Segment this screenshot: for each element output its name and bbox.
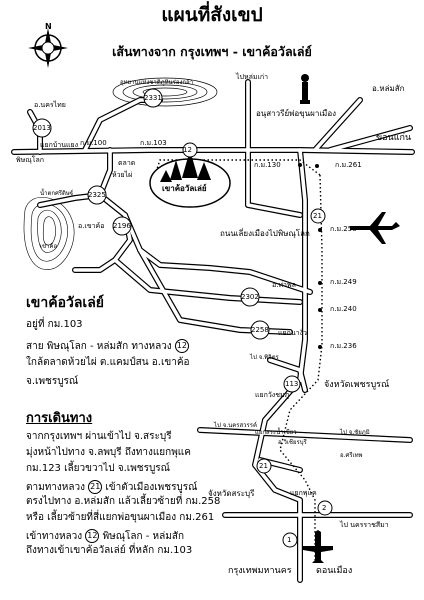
travel-line-1: จากกรุงเทพฯ ผ่านเข้าไป จ.สระบุรี [26, 431, 172, 442]
km-261-label: ก.ม.261 [335, 161, 362, 169]
km-100-label: ก.ม.100 [80, 139, 107, 147]
travel-line-3: กม.123 เลี้ยวขวาไป จ.เพชรบูรณ์ [26, 463, 170, 474]
airplane-icon-bottom [303, 530, 333, 563]
travel-line-7: เข้าทางหลวง 12 พิษณุโลก - หล่มสัก [26, 529, 185, 543]
route-12-label: 12 [183, 146, 192, 154]
place-tha-phon: อ.ท่าพล [272, 281, 296, 289]
airplane-icon [350, 212, 400, 244]
place-bypass: ถนนเลี่ยงเมืองไปพิษณุโลก [220, 229, 310, 238]
info-line-location: ใกล้ตลาดห้วยไผ่ ต.แคมป์สน อ.เขาค้อ [26, 357, 190, 368]
place-to-nakhon-sawan: ไป จ.นครสวรรค์ [214, 422, 257, 429]
km-100-prefix: แยกบ้านแยง [40, 141, 79, 149]
place-bangkok: กรุงเทพมหานคร [228, 566, 292, 576]
place-to-lomkao: ไปหล่มเก่า [236, 73, 269, 81]
place-to-korat: ไป นครราชสีมา [340, 521, 389, 529]
place-junction-nong-khai: แยกนางั่ว [278, 329, 307, 337]
place-si-thep: อ.ศรีเทพ [340, 452, 363, 459]
km-258-label: ก.ม.258 [330, 225, 357, 233]
info-line-province: จ.เพชรบูรณ์ [26, 376, 79, 387]
route-2325-label: 2325 [88, 191, 106, 199]
km-240-label: ก.ม.240 [330, 305, 357, 313]
highway-12-badge-2: 12 [85, 529, 100, 543]
place-huai-tai: ห้วยไผ่ [112, 171, 133, 179]
monument-icon [300, 74, 310, 104]
highway-12-badge: 12 [174, 339, 189, 353]
place-wichian-buri: อ.วิเชียรบุรี [278, 439, 307, 446]
route-21-label-2: 21 [259, 462, 268, 470]
travel-line-5: ตรงไปทาง อ.หล่มสัก แล้วเลี้ยวซ้ายที่ กม.… [26, 496, 221, 507]
place-don-mueang: ดอนเมือง [316, 566, 353, 576]
route-2196-label: 2196 [113, 222, 131, 230]
place-to-phichit: ไป จ.พิจิตร [250, 354, 279, 361]
compass-icon [28, 28, 68, 68]
contour-hills-west [23, 196, 75, 270]
place-nakhon-thai: อ.นครไทย [34, 101, 66, 109]
place-phu-hin-rong-kla: อุทยานแห่งชาติภูหินร่องกล้า [120, 79, 194, 86]
place-lom-sak: อ.หล่มสัก [372, 84, 405, 93]
place-junction-sa-nam-khiao: แยกสระน้ำเขียว [255, 429, 297, 436]
travel-line-6: หรือ เลี้ยวซ้ายที่สี่แยกพ่อขุนผาเมือง กม… [26, 512, 215, 523]
place-nam-ton: น้ำตกศรีดิษฐ์ [40, 190, 74, 197]
place-saraburi: จังหวัดสระบุรี [208, 489, 255, 498]
km-236-label: ก.ม.236 [330, 342, 357, 350]
travel-title: การเดินทาง [26, 411, 93, 426]
route-2-label: 2 [322, 504, 327, 512]
place-junction-wang-chomphu: แยกวังชมภู [255, 391, 290, 399]
map-subtitle: เส้นทางจาก กรุงเทพฯ - เขาค้อวัลเล่ย์ [112, 44, 312, 59]
km-249-label: ก.ม.249 [330, 278, 357, 286]
route-2013-label: 2013 [33, 124, 51, 132]
route-2302-label: 2302 [241, 293, 259, 301]
km-103-label: ก.ม.103 [140, 139, 167, 147]
place-khao-kho-district: อ.เขาค้อ [78, 222, 105, 230]
contour-hills-north [112, 77, 218, 107]
route-21-label: 21 [313, 212, 322, 220]
info-line-route: สาย พิษณุโลก - หล่มสัก ทางหลวง 12 [26, 339, 189, 353]
highway-21-badge: 21 [88, 480, 103, 494]
place-junction-phukhae: แยกพุแค [290, 489, 317, 497]
place-monument: อนุสาวรีย์พ่อขุนผาเมือง [256, 109, 337, 118]
info-title: เขาค้อวัลเล่ย์ [26, 295, 104, 311]
travel-line-2: มุ่งหน้าไปทาง จ.ลพบุรี ถึงทางแยกพุแค [26, 447, 191, 458]
place-phetchabun-city: จังหวัดเพชรบูรณ์ [324, 380, 390, 390]
travel-line-4: ตามทางหลวง 21 เข้าตัวเมืองเพชรบูรณ์ [26, 480, 198, 494]
route-2331-label: 2331 [144, 94, 162, 102]
compass-north-label: N [45, 22, 52, 31]
place-khao-kho-area: เขาค้อ [40, 243, 58, 250]
km-130-label: ก.ม.130 [254, 161, 281, 169]
place-market: ตลาด [118, 159, 136, 167]
travel-line-8: ถึงทางเข้าเขาค้อวัลเล่ย์ ที่หลัก กม.103 [26, 545, 193, 556]
route-113-label: 113 [285, 380, 299, 388]
info-line-km: อยู่ที่ กม.103 [26, 319, 83, 330]
place-phitsanulok: พิษณุโลก [16, 156, 45, 164]
place-khon-kaen: ขอนแก่น [376, 133, 412, 143]
route-2258-label: 2258 [251, 326, 269, 334]
destination-name: เขาค้อวัลเล่ย์ [162, 184, 207, 193]
place-to-chaiyaphum: ไป จ.ชัยภูมิ [340, 429, 370, 436]
route-1-label: 1 [287, 536, 292, 544]
pine-trees-icon [160, 150, 211, 182]
map-title: แผนที่สังเขป [161, 4, 263, 26]
